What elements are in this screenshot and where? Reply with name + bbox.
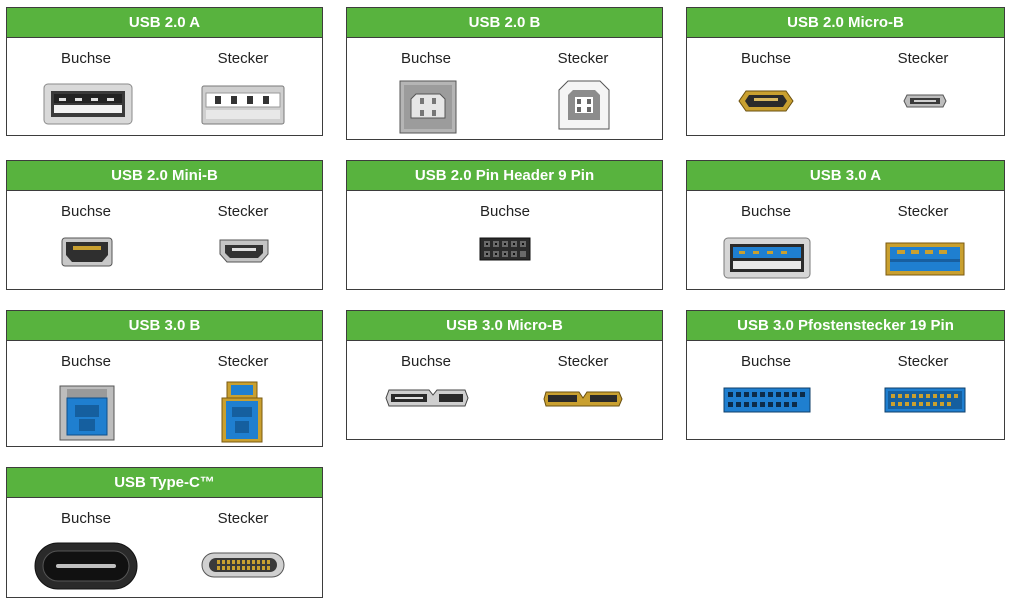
pin-header-9-pin-socket-icon xyxy=(479,237,531,261)
label-plug: Stecker xyxy=(557,50,609,67)
pin-header-19-pin-socket-icon xyxy=(723,387,811,413)
card-title: USB 3.0 Micro-B xyxy=(347,311,662,341)
card-title: USB 2.0 A xyxy=(7,8,322,38)
label-socket: Buchse xyxy=(60,203,112,220)
usb-2-0-micro-b-socket-icon xyxy=(738,90,794,112)
usb-3-0-micro-b-plug-icon xyxy=(543,391,623,407)
card-title: USB 3.0 A xyxy=(687,161,1004,191)
label-plug: Stecker xyxy=(897,50,949,67)
card-usb-2-0-mini-b: USB 2.0 Mini-B Buchse Stecker xyxy=(6,160,323,290)
usb-3-0-a-plug-icon xyxy=(885,242,965,276)
card-title: USB 3.0 Pfostenstecker 19 Pin xyxy=(687,311,1004,341)
label-socket: Buchse xyxy=(400,50,452,67)
label-plug: Stecker xyxy=(897,203,949,220)
usb-3-0-a-socket-icon xyxy=(723,236,811,280)
card-title: USB Type-C™ xyxy=(7,468,322,498)
card-usb-type-c: USB Type-C™ Buchse Stecker xyxy=(6,467,323,598)
card-title: USB 2.0 B xyxy=(347,8,662,38)
card-title: USB 2.0 Pin Header 9 Pin xyxy=(347,161,662,191)
usb-2-0-mini-b-socket-icon xyxy=(61,237,113,267)
card-title: USB 2.0 Mini-B xyxy=(7,161,322,191)
label-socket: Buchse xyxy=(60,353,112,370)
label-plug: Stecker xyxy=(557,353,609,370)
card-usb-3-0-micro-b: USB 3.0 Micro-B Buchse Stecker xyxy=(346,310,663,440)
card-usb-3-0-header-19-pin: USB 3.0 Pfostenstecker 19 Pin Buchse Ste… xyxy=(686,310,1005,440)
usb-2-0-mini-b-plug-icon xyxy=(219,239,269,263)
label-socket: Buchse xyxy=(60,510,112,527)
usb-3-0-b-plug-icon xyxy=(221,381,263,443)
label-socket: Buchse xyxy=(400,353,452,370)
label-socket: Buchse xyxy=(740,353,792,370)
usb-type-c-socket-icon xyxy=(34,542,138,590)
label-plug: Stecker xyxy=(217,50,269,67)
card-usb-2-0-a: USB 2.0 A Buchse Stecker xyxy=(6,7,323,136)
label-socket: Buchse xyxy=(60,50,112,67)
card-usb-3-0-a: USB 3.0 A Buchse Stecker xyxy=(686,160,1005,290)
label-socket: Buchse xyxy=(740,50,792,67)
card-usb-3-0-b: USB 3.0 B Buchse Stecker xyxy=(6,310,323,447)
card-title: USB 3.0 B xyxy=(7,311,322,341)
usb-type-c-plug-icon xyxy=(201,552,285,578)
usb-3-0-b-socket-icon xyxy=(59,385,115,441)
pin-header-19-pin-plug-icon xyxy=(884,387,966,413)
label-socket: Buchse xyxy=(479,203,531,220)
label-plug: Stecker xyxy=(217,353,269,370)
usb-2-0-micro-b-plug-icon xyxy=(903,94,947,108)
usb-3-0-micro-b-socket-icon xyxy=(385,389,469,407)
usb-2-0-a-plug-icon xyxy=(201,85,285,125)
label-plug: Stecker xyxy=(217,203,269,220)
card-usb-2-0-micro-b: USB 2.0 Micro-B Buchse Stecker xyxy=(686,7,1005,136)
usb-2-0-b-plug-icon xyxy=(558,80,610,130)
label-socket: Buchse xyxy=(740,203,792,220)
card-usb-2-0-pin-header-9-pin: USB 2.0 Pin Header 9 Pin Buchse xyxy=(346,160,663,290)
usb-2-0-a-socket-icon xyxy=(43,81,133,127)
label-plug: Stecker xyxy=(897,353,949,370)
card-title: USB 2.0 Micro-B xyxy=(687,8,1004,38)
card-usb-2-0-b: USB 2.0 B Buchse Stecker xyxy=(346,7,663,140)
usb-2-0-b-socket-icon xyxy=(399,80,457,134)
label-plug: Stecker xyxy=(217,510,269,527)
